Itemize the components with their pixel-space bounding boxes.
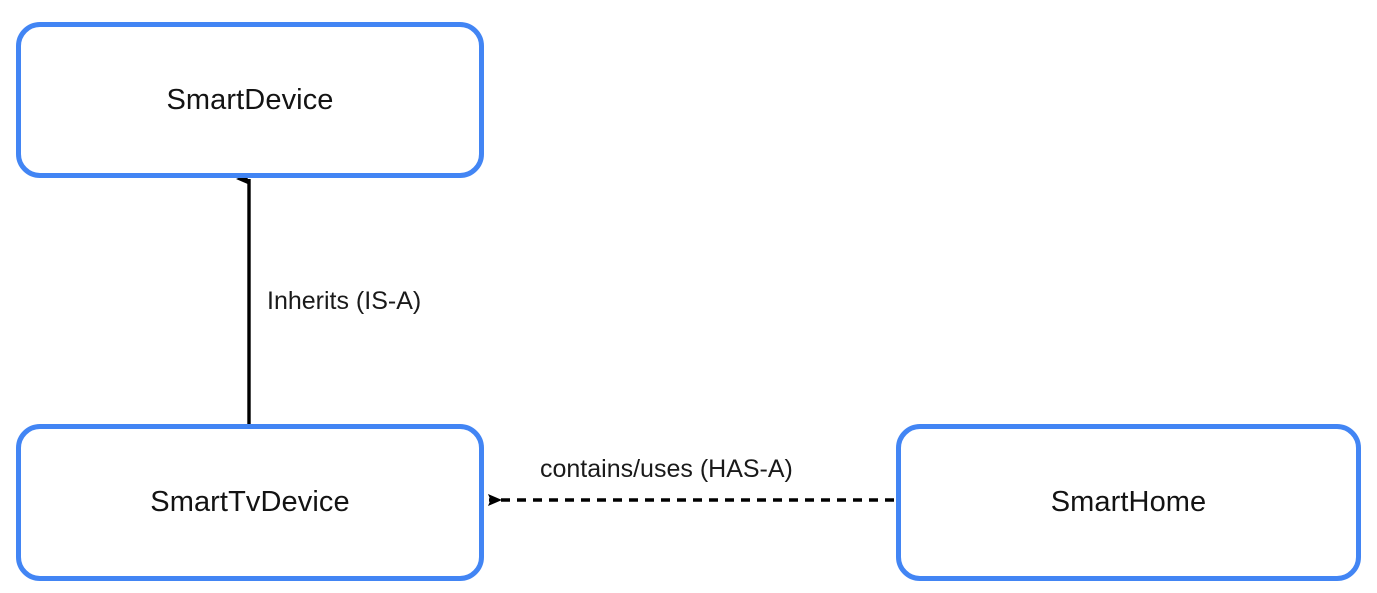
edge-label-inherits: Inherits (IS-A) <box>263 287 426 316</box>
class-node-smartdevice[interactable]: SmartDevice <box>16 22 484 178</box>
class-node-smarttvdevice[interactable]: SmartTvDevice <box>16 424 484 581</box>
class-node-label: SmartHome <box>1050 486 1207 518</box>
class-node-label: SmartDevice <box>166 83 334 116</box>
class-node-label: SmartTvDevice <box>150 486 350 518</box>
class-node-smarthome[interactable]: SmartHome <box>896 424 1361 581</box>
edge-label-contains: contains/uses (HAS-A) <box>536 455 797 484</box>
